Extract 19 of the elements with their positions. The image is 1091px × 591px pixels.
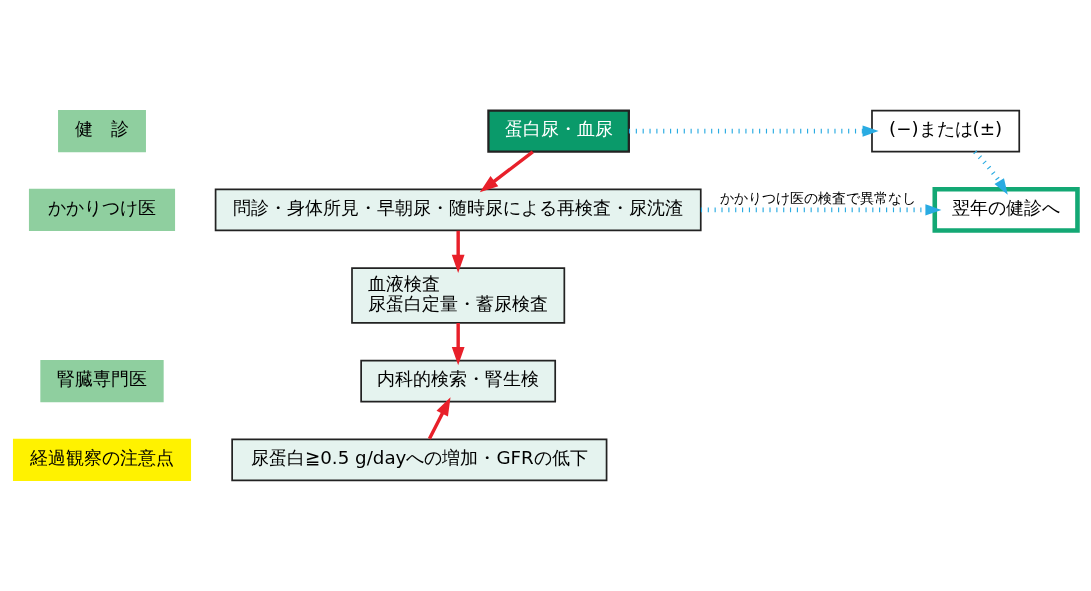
node-box: 健 診	[58, 110, 146, 153]
node-box: 尿蛋白≧0.5 g/dayへの増加・GFRの低下	[231, 438, 608, 482]
node-box: (−)または(±)	[871, 109, 1021, 153]
node-box: 問診・身体所見・早朝尿・随時尿による再検査・尿沈渣	[214, 188, 702, 232]
arrow	[427, 397, 451, 440]
node-box: 経過観察の注意点	[12, 438, 192, 481]
arrow	[973, 150, 1008, 195]
arrow	[451, 230, 465, 273]
node-box: かかりつけ医	[28, 188, 176, 231]
node-box: 蛋白尿・血尿	[487, 109, 630, 153]
arrow	[451, 323, 465, 366]
node-box: 翌年の健診へ	[932, 187, 1080, 233]
edge-label: かかりつけ医の検査で異常なし	[719, 189, 916, 206]
arrow	[479, 150, 534, 193]
arrow	[700, 204, 942, 216]
node-box: 腎臓専門医	[40, 360, 164, 403]
node-box: 内科的検索・腎生検	[360, 359, 557, 403]
arrow	[628, 125, 879, 137]
node-box: 血液検査 尿蛋白定量・蓄尿検査	[351, 267, 566, 324]
